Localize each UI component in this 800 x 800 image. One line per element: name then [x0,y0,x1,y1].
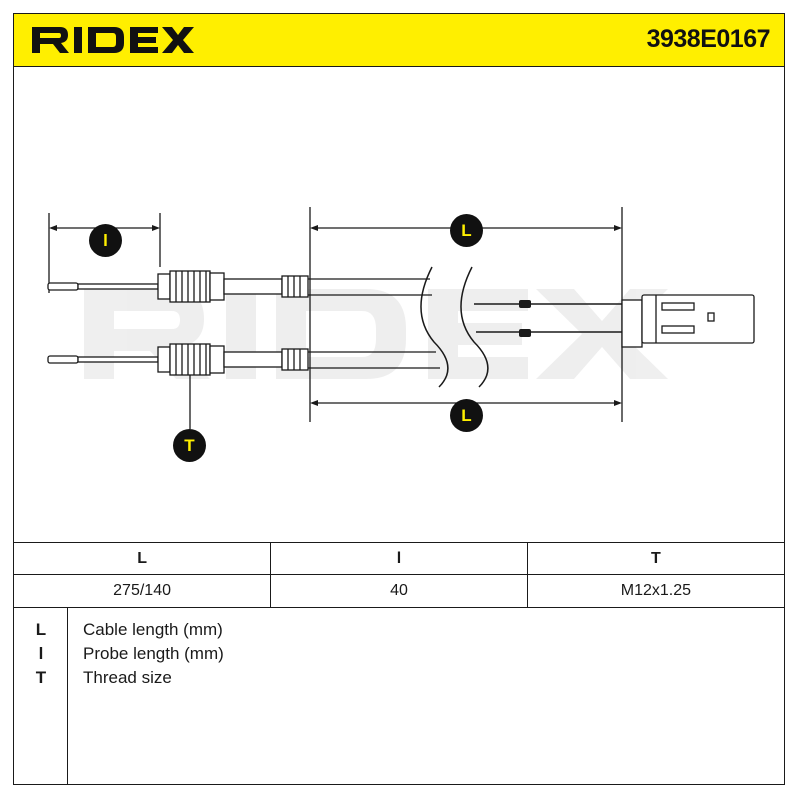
dim-value-L: 275/140 [14,574,272,607]
dimensions-table: L l T 275/140 40 M12x1.25 [14,542,784,608]
dim-header-T: T [527,543,784,575]
dim-value-T: M12x1.25 [620,582,692,599]
callout-cable-length-bottom-label: L [461,406,472,425]
legend-keys-column: L l T [14,607,68,784]
sensor-drawing-svg [47,207,755,429]
upper-sensor [47,270,432,303]
callout-thread: T [173,429,206,462]
legend-desc-probe-length: Probe length (mm) [83,644,224,663]
callout-probe-length-label: l [103,231,108,250]
cable-clip [519,300,531,337]
electrical-connector [621,294,755,348]
callout-cable-length-top: L [450,214,483,247]
brand-logo [32,27,194,53]
legend-key-T: T [35,668,47,687]
cable-break [420,266,622,388]
legend-desc-cable-length: Cable length (mm) [83,620,223,639]
callout-probe-length: l [89,224,122,257]
legend-desc-thread-size: Thread size [83,668,172,687]
callout-cable-length-top-label: L [461,221,472,240]
part-number: 3938E0167 [646,25,771,53]
technical-drawing: l L L T [14,67,784,542]
datasheet-frame: 3938E0167 [13,13,785,785]
dim-value-l: 40 [270,574,528,607]
dim-header-L: L [14,543,272,575]
callout-thread-label: T [184,436,195,455]
legend: L l T Cable length (mm) Probe length (mm… [14,607,784,784]
legend-key-l: l [38,644,44,663]
dim-header-l: l [270,543,528,575]
lower-sensor [47,343,440,376]
header-bar: 3938E0167 [14,14,784,67]
legend-key-L: L [35,620,47,639]
callout-cable-length-bottom: L [450,399,483,432]
